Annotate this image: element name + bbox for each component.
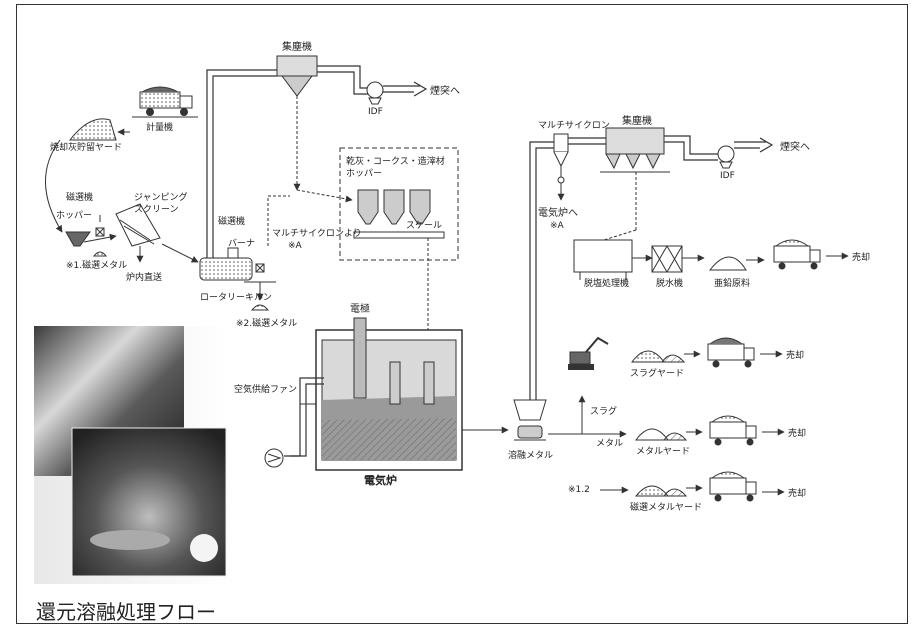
label-ash-yard: 焼却灰貯留ヤード bbox=[50, 141, 122, 153]
dust-collector-2 bbox=[600, 128, 670, 230]
label-magnet-metal-2: ※2.磁選メタル bbox=[236, 317, 297, 329]
dust-collector-1 bbox=[277, 56, 317, 96]
label-air-fan: 空気供給ファン bbox=[234, 383, 297, 395]
truck-2 bbox=[708, 338, 754, 368]
label-sale-1: 売却 bbox=[852, 251, 870, 263]
label-slag: スラグ bbox=[590, 405, 617, 417]
label-scale: スケール bbox=[406, 220, 442, 231]
idf-fan-2 bbox=[718, 146, 734, 168]
label-metal-yard: メタルヤード bbox=[636, 446, 690, 457]
label-materials-1: 乾灰・コークス・造滓材 bbox=[346, 155, 445, 167]
label-dust-collector-1: 集塵機 bbox=[282, 40, 312, 53]
duct-collector2-to-idf bbox=[664, 136, 718, 160]
label-idf-1: IDF bbox=[368, 107, 383, 117]
label-to-chimney-1: 煙突へ bbox=[430, 84, 460, 97]
diagram-caption: 還元溶融処理フロー bbox=[36, 596, 216, 625]
excavator bbox=[568, 338, 608, 370]
label-desalination: 脱塩処理機 bbox=[584, 277, 629, 289]
label-sale-2: 売却 bbox=[786, 349, 804, 361]
label-magnet-metal-1: ※1.磁選メタル bbox=[66, 259, 127, 271]
desalination-unit bbox=[574, 240, 632, 280]
label-magnet-1: 磁選機 bbox=[66, 191, 93, 203]
label-sale-3: 売却 bbox=[788, 427, 806, 439]
truck-weigher bbox=[132, 87, 198, 117]
photo-furnace bbox=[34, 326, 230, 584]
label-magnet-2: 磁選機 bbox=[218, 215, 245, 227]
label-to-chimney-2: 煙突へ bbox=[780, 140, 810, 153]
label-materials-2: ホッパー bbox=[346, 168, 382, 179]
idf-fan-1 bbox=[367, 82, 383, 104]
molten-metal-ladle bbox=[514, 400, 546, 440]
multicyclone bbox=[554, 134, 568, 200]
label-molten-metal: 溶融メタル bbox=[508, 449, 553, 461]
label-from-multicyclone-2: ※A bbox=[288, 241, 303, 251]
label-multicyclone: マルチサイクロン bbox=[538, 120, 610, 131]
label-to-furnace-1: 電気炉へ bbox=[538, 206, 578, 219]
label-weigher: 計量機 bbox=[146, 121, 173, 133]
label-jumping-screen-1: ジャンピング bbox=[134, 191, 188, 203]
label-electric-furnace: 電気炉 bbox=[364, 473, 397, 487]
air-fan bbox=[265, 449, 283, 467]
label-dewatering: 脱水機 bbox=[656, 277, 683, 289]
electric-furnace bbox=[300, 318, 462, 470]
label-slag-yard: スラグヤード bbox=[630, 367, 684, 379]
hopper-1 bbox=[66, 215, 106, 256]
label-metal: メタル bbox=[596, 438, 623, 449]
label-direct-furnace: 炉内直送 bbox=[126, 271, 162, 283]
label-electrode: 電極 bbox=[350, 302, 370, 315]
label-zinc-material: 亜鉛原料 bbox=[714, 277, 750, 289]
dewatering-unit bbox=[652, 246, 682, 272]
label-sale-4: 売却 bbox=[788, 487, 806, 499]
label-hopper-1: ホッパー bbox=[56, 210, 92, 221]
truck-3 bbox=[710, 416, 756, 446]
duct-to-chimney-2 bbox=[734, 138, 772, 152]
label-dust-collector-2: 集塵機 bbox=[622, 114, 652, 127]
label-jumping-screen-2: スクリーン bbox=[134, 204, 179, 215]
truck-1 bbox=[774, 240, 820, 270]
label-to-furnace-2: ※A bbox=[550, 221, 565, 231]
label-from-multicyclone-1: マルチサイクロンより bbox=[272, 228, 362, 239]
label-rotary-kiln: ロータリーキルン bbox=[200, 292, 272, 303]
ash-pile bbox=[70, 119, 116, 140]
truck-4 bbox=[710, 472, 756, 502]
duct-to-chimney-1 bbox=[383, 82, 426, 96]
label-idf-2: IDF bbox=[720, 171, 735, 181]
label-magnet-metal-yard: 磁選メタルヤード bbox=[630, 501, 702, 513]
label-burner: バーナ bbox=[228, 238, 255, 249]
zinc-pile bbox=[710, 257, 746, 270]
label-ref-12: ※1.2 bbox=[568, 485, 590, 495]
